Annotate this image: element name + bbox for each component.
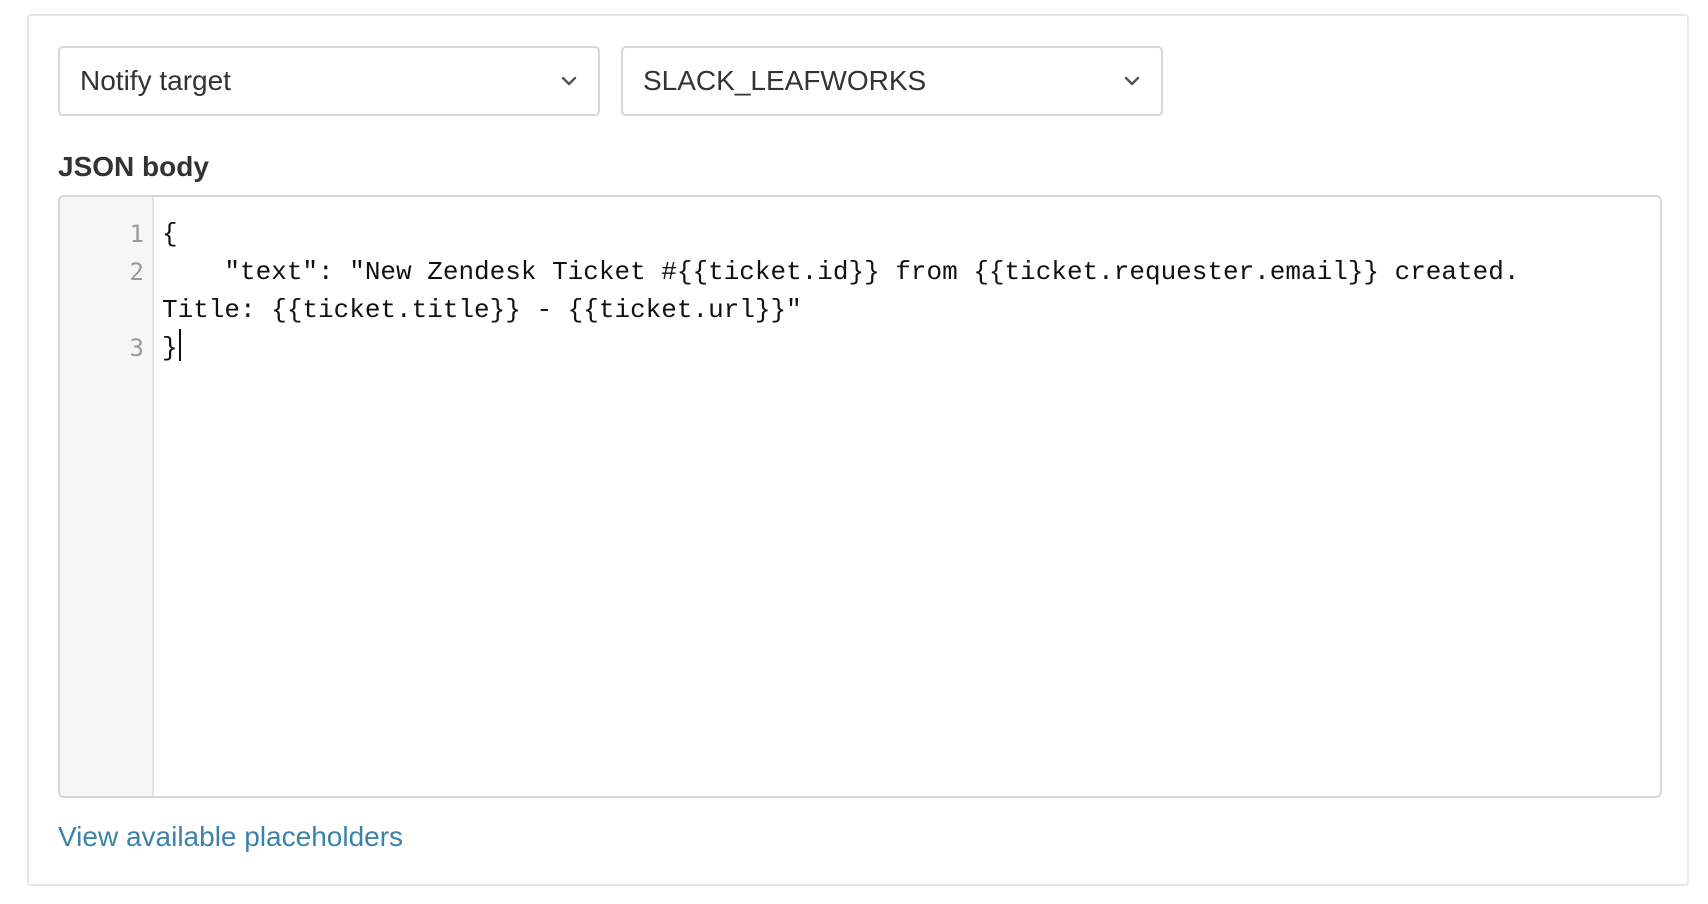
notify-type-value: Notify target	[80, 65, 231, 96]
text-cursor	[178, 329, 181, 361]
chevron-down-icon	[1124, 76, 1140, 86]
code-line: {	[162, 219, 178, 249]
line-number-gutter: 1 2 3	[60, 197, 154, 796]
code-line: Title: {{ticket.title}} - {{ticket.url}}…	[162, 295, 802, 325]
notify-type-select[interactable]: Notify target	[58, 46, 600, 116]
view-placeholders-link[interactable]: View available placeholders	[58, 821, 404, 852]
code-line-text: }	[162, 333, 178, 363]
code-line-last: }	[162, 329, 1640, 367]
line-number: 3	[129, 334, 144, 362]
chevron-down-icon	[561, 76, 577, 86]
line-number: 1	[129, 220, 144, 248]
line-number: 2	[129, 258, 144, 286]
code-content[interactable]: { "text": "New Zendesk Ticket #{{ticket.…	[162, 215, 1640, 367]
code-line: "text": "New Zendesk Ticket #{{ticket.id…	[162, 257, 1520, 287]
notify-target-value: SLACK_LEAFWORKS	[643, 65, 927, 96]
json-body-editor[interactable]: 1 2 3 { "text": "New Zendesk Ticket #{{t…	[58, 195, 1662, 798]
json-body-label: JSON body	[58, 151, 209, 182]
notify-target-select[interactable]: SLACK_LEAFWORKS	[621, 46, 1163, 116]
